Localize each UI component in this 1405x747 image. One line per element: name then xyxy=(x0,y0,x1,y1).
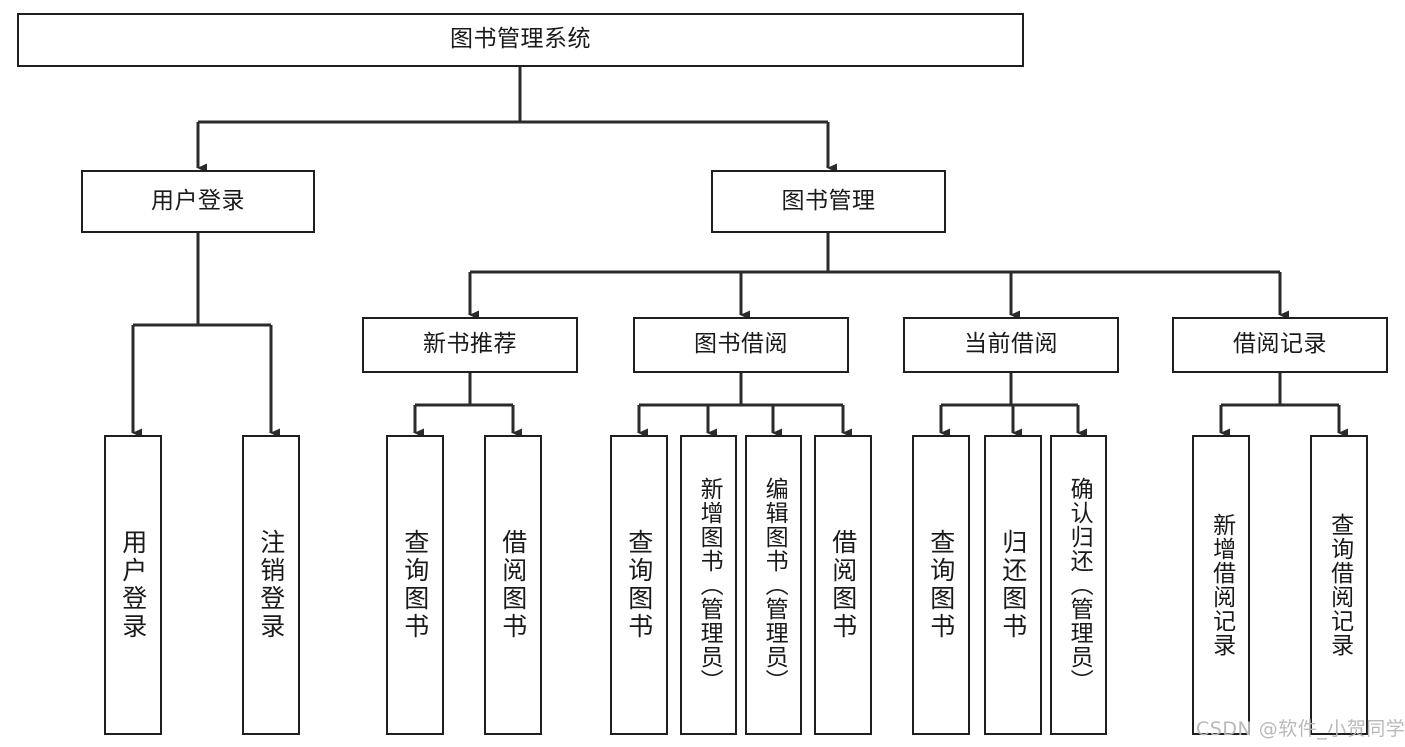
node-leaf-borrow-book-1-label: 借阅图书 xyxy=(498,529,528,641)
node-leaf-query-record[interactable]: 查询借阅记录 xyxy=(1310,435,1368,735)
node-leaf-user-logout[interactable]: 注销登录 xyxy=(242,435,300,735)
node-leaf-return-book-label: 归还图书 xyxy=(998,529,1028,641)
node-leaf-borrow-book-1[interactable]: 借阅图书 xyxy=(484,435,542,735)
node-user-login[interactable]: 用户登录 xyxy=(81,170,315,233)
node-book-borrow[interactable]: 图书借阅 xyxy=(633,317,849,373)
node-leaf-query-book-2[interactable]: 查询图书 xyxy=(610,435,668,735)
node-book-manage[interactable]: 图书管理 xyxy=(711,170,946,233)
node-leaf-user-login[interactable]: 用户登录 xyxy=(104,435,162,735)
node-leaf-query-book-1[interactable]: 查询图书 xyxy=(386,435,444,735)
node-book-borrow-label: 图书借阅 xyxy=(694,331,788,358)
node-leaf-add-record[interactable]: 新增借阅记录 xyxy=(1192,435,1250,735)
node-current-borrow-label: 当前借阅 xyxy=(964,331,1058,358)
node-leaf-edit-book[interactable]: 编辑图书（管理员） xyxy=(745,435,802,735)
node-leaf-add-book[interactable]: 新增图书（管理员） xyxy=(680,435,737,735)
node-new-book-rec-label: 新书推荐 xyxy=(423,331,517,358)
node-new-book-rec[interactable]: 新书推荐 xyxy=(362,317,578,373)
node-leaf-query-book-1-label: 查询图书 xyxy=(400,529,430,641)
node-leaf-add-book-label: 新增图书（管理员） xyxy=(696,477,723,693)
node-leaf-query-book-2-label: 查询图书 xyxy=(624,529,654,641)
node-leaf-add-record-label: 新增借阅记录 xyxy=(1208,513,1235,657)
node-root[interactable]: 图书管理系统 xyxy=(17,13,1024,67)
node-leaf-user-login-label: 用户登录 xyxy=(118,529,148,641)
node-current-borrow[interactable]: 当前借阅 xyxy=(903,317,1119,373)
node-borrow-record-label: 借阅记录 xyxy=(1233,331,1327,358)
node-leaf-borrow-book-2[interactable]: 借阅图书 xyxy=(814,435,872,735)
node-root-label: 图书管理系统 xyxy=(450,26,591,53)
node-leaf-query-book-3-label: 查询图书 xyxy=(926,529,956,641)
node-leaf-confirm-return[interactable]: 确认归还（管理员） xyxy=(1050,435,1107,735)
node-leaf-confirm-return-label: 确认归还（管理员） xyxy=(1066,477,1093,693)
node-leaf-return-book[interactable]: 归还图书 xyxy=(984,435,1042,735)
connector-group xyxy=(131,67,1348,438)
node-leaf-borrow-book-2-label: 借阅图书 xyxy=(828,529,858,641)
node-book-manage-label: 图书管理 xyxy=(781,187,876,214)
node-user-login-label: 用户登录 xyxy=(151,187,245,214)
node-leaf-user-logout-label: 注销登录 xyxy=(256,529,286,641)
node-leaf-edit-book-label: 编辑图书（管理员） xyxy=(761,477,788,693)
node-leaf-query-record-label: 查询借阅记录 xyxy=(1326,513,1353,657)
node-leaf-query-book-3[interactable]: 查询图书 xyxy=(912,435,970,735)
node-borrow-record[interactable]: 借阅记录 xyxy=(1172,317,1388,373)
